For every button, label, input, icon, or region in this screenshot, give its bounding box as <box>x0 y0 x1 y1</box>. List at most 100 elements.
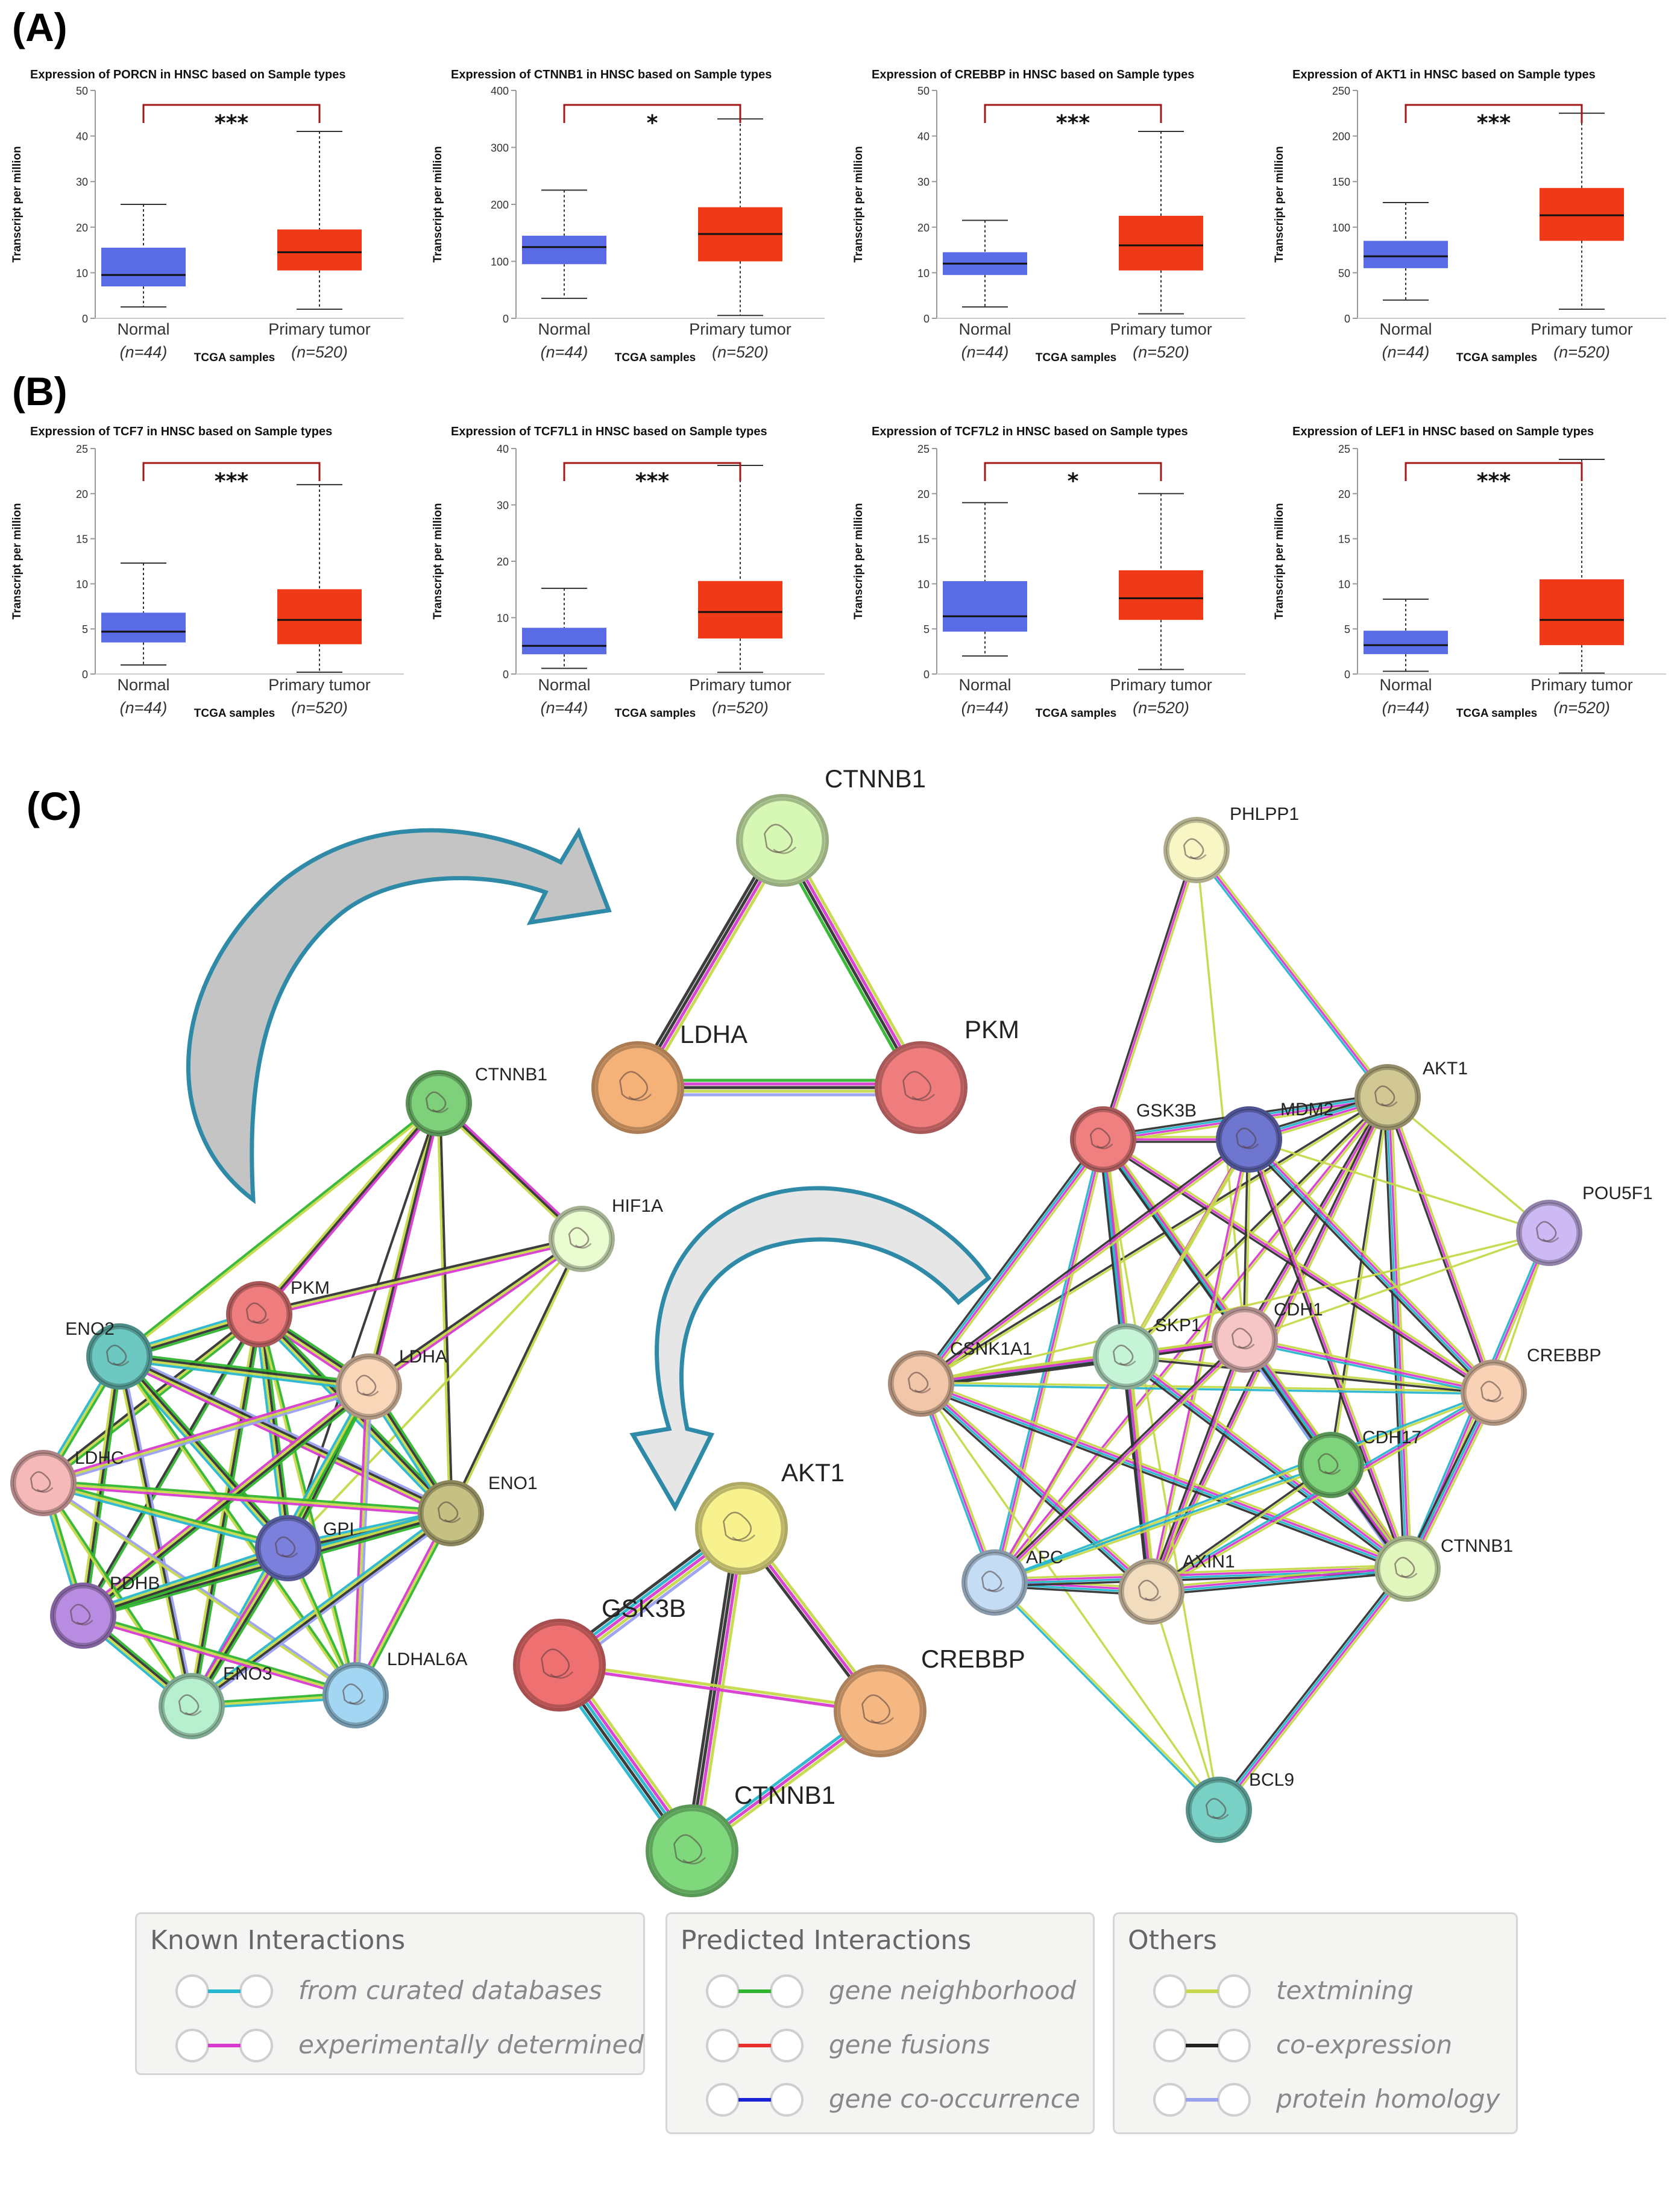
edge-curated <box>1151 1569 1408 1594</box>
y-tick-label: 0 <box>1344 313 1350 325</box>
protein-structure-icon <box>178 1694 200 1715</box>
edge-coexpression <box>1150 1463 1331 1592</box>
protein-structure-icon <box>914 1387 931 1394</box>
significance-label: *** <box>1477 469 1511 494</box>
edge-coexpression <box>917 1385 1150 1595</box>
protein-structure-icon <box>907 1372 929 1393</box>
category-label: Normal <box>117 320 169 338</box>
edge-textmining <box>995 1581 1221 1810</box>
panel-label-c: (C) <box>27 784 82 828</box>
protein-structure-icon <box>1205 1798 1227 1819</box>
edge-neighborhood <box>119 1355 358 1695</box>
edge-textmining <box>1126 1139 1251 1358</box>
significance-bracket <box>142 104 321 123</box>
node-ring <box>406 1070 472 1136</box>
edge-textmining <box>451 1238 584 1514</box>
edge-curated <box>1247 1139 1494 1394</box>
edge-experimental <box>638 840 785 1089</box>
edge-experimental <box>920 1138 1250 1385</box>
box-normal <box>943 581 1027 632</box>
legend-cooccurrence-swatch <box>706 2083 804 2117</box>
node-label: SKP1 <box>1155 1315 1201 1335</box>
node-ring <box>875 1041 967 1134</box>
node-ring <box>646 1804 738 1897</box>
node-label: PKM <box>964 1015 1019 1044</box>
node-label: CDH17 <box>1362 1428 1421 1447</box>
edge-textmining <box>922 1380 1155 1590</box>
node-ring-dark <box>1166 819 1227 881</box>
category-label: Normal <box>538 320 590 338</box>
legend-cooccurrence-label: gene co-occurrence <box>829 2084 1080 2114</box>
node-crebbp: CREBBP <box>834 1645 1025 1757</box>
node-eno1: ENO1 <box>418 1473 538 1546</box>
edge-homology <box>120 1352 453 1511</box>
protein-structure-icon <box>1400 1572 1418 1579</box>
protein-structure-icon <box>245 1302 267 1323</box>
y-tick-label: 15 <box>1338 534 1350 546</box>
edge-textmining <box>1126 1354 1494 1393</box>
edge-coexpression <box>1148 1338 1244 1592</box>
protein-structure-icon <box>1144 1595 1162 1602</box>
node-ring-dark <box>325 1665 386 1726</box>
node-ring <box>336 1353 402 1420</box>
edge-coexpression <box>192 1513 453 1709</box>
edge-textmining <box>83 1614 356 1696</box>
node-ring-dark <box>837 1668 923 1754</box>
category-label: Primary tumor <box>268 676 371 694</box>
significance-label: *** <box>1056 111 1090 136</box>
edge-experimental <box>43 1484 451 1517</box>
edge-curated <box>917 1384 993 1584</box>
edge-textmining <box>118 1356 451 1516</box>
category-n-label: (n=44) <box>961 343 1009 361</box>
edge-textmining <box>1104 1136 1496 1392</box>
category-label: Normal <box>538 676 590 694</box>
edge-textmining <box>923 1141 1107 1387</box>
category-n-label: (n=44) <box>1382 343 1430 361</box>
box-tumor <box>277 589 362 644</box>
y-axis-label: Transcript per million <box>11 146 24 262</box>
protein-structure-icon <box>732 1534 756 1542</box>
node-csnk1a1: CSNK1A1 <box>888 1339 1033 1417</box>
significance-bracket <box>563 462 741 481</box>
node-ring-dark <box>338 1356 400 1417</box>
box-normal <box>101 613 186 643</box>
edge-coexpression <box>1151 1571 1408 1596</box>
protein-structure-icon <box>1535 1221 1557 1242</box>
edge-homology <box>43 1481 357 1695</box>
significance-label: * <box>1068 469 1079 494</box>
edge-textmining <box>922 1379 1409 1567</box>
edge-neighborhood <box>83 1612 357 1695</box>
legend-known-title: Known Interactions <box>150 1925 406 1956</box>
x-axis-label: TCGA samples <box>194 707 275 720</box>
node-gsk3b: GSK3B <box>1070 1101 1197 1173</box>
edge-coexpression <box>1384 1097 1493 1394</box>
x-axis-label: TCGA samples <box>615 351 696 364</box>
protein-structure-icon <box>1242 1143 1259 1150</box>
y-tick-label: 40 <box>76 131 88 143</box>
node-label: HIF1A <box>612 1196 663 1216</box>
node-ring-dark <box>1214 1309 1276 1370</box>
edge-textmining <box>368 1238 583 1388</box>
y-tick-label: 40 <box>917 131 930 143</box>
category-label: Primary tumor <box>1110 676 1212 694</box>
legend-known: Known Interactions from curated database… <box>135 1912 645 2075</box>
boxplot-panel: Expression of TCF7L2 in HNSC based on Sa… <box>852 425 1245 720</box>
edge-coexpression <box>83 1387 371 1618</box>
protein-structure-icon <box>112 1360 130 1367</box>
panel-label-b: (B) <box>12 369 68 414</box>
node-ring <box>1093 1323 1159 1390</box>
edge-textmining <box>81 1384 370 1616</box>
significance-bracket <box>142 462 321 481</box>
edge-coexpression <box>779 840 921 1089</box>
edge-textmining <box>287 1238 583 1549</box>
protein-structure-icon <box>1189 854 1207 860</box>
category-n-label: (n=44) <box>541 343 588 361</box>
node-ring-dark <box>1357 1066 1418 1128</box>
node-ring-dark <box>257 1517 319 1579</box>
y-axis-label: Transcript per million <box>432 503 444 619</box>
node-ring-dark <box>964 1552 1025 1613</box>
x-axis-label: TCGA samples <box>1456 351 1537 364</box>
edge-coexpression <box>287 1103 440 1549</box>
category-label: Primary tumor <box>268 320 371 338</box>
